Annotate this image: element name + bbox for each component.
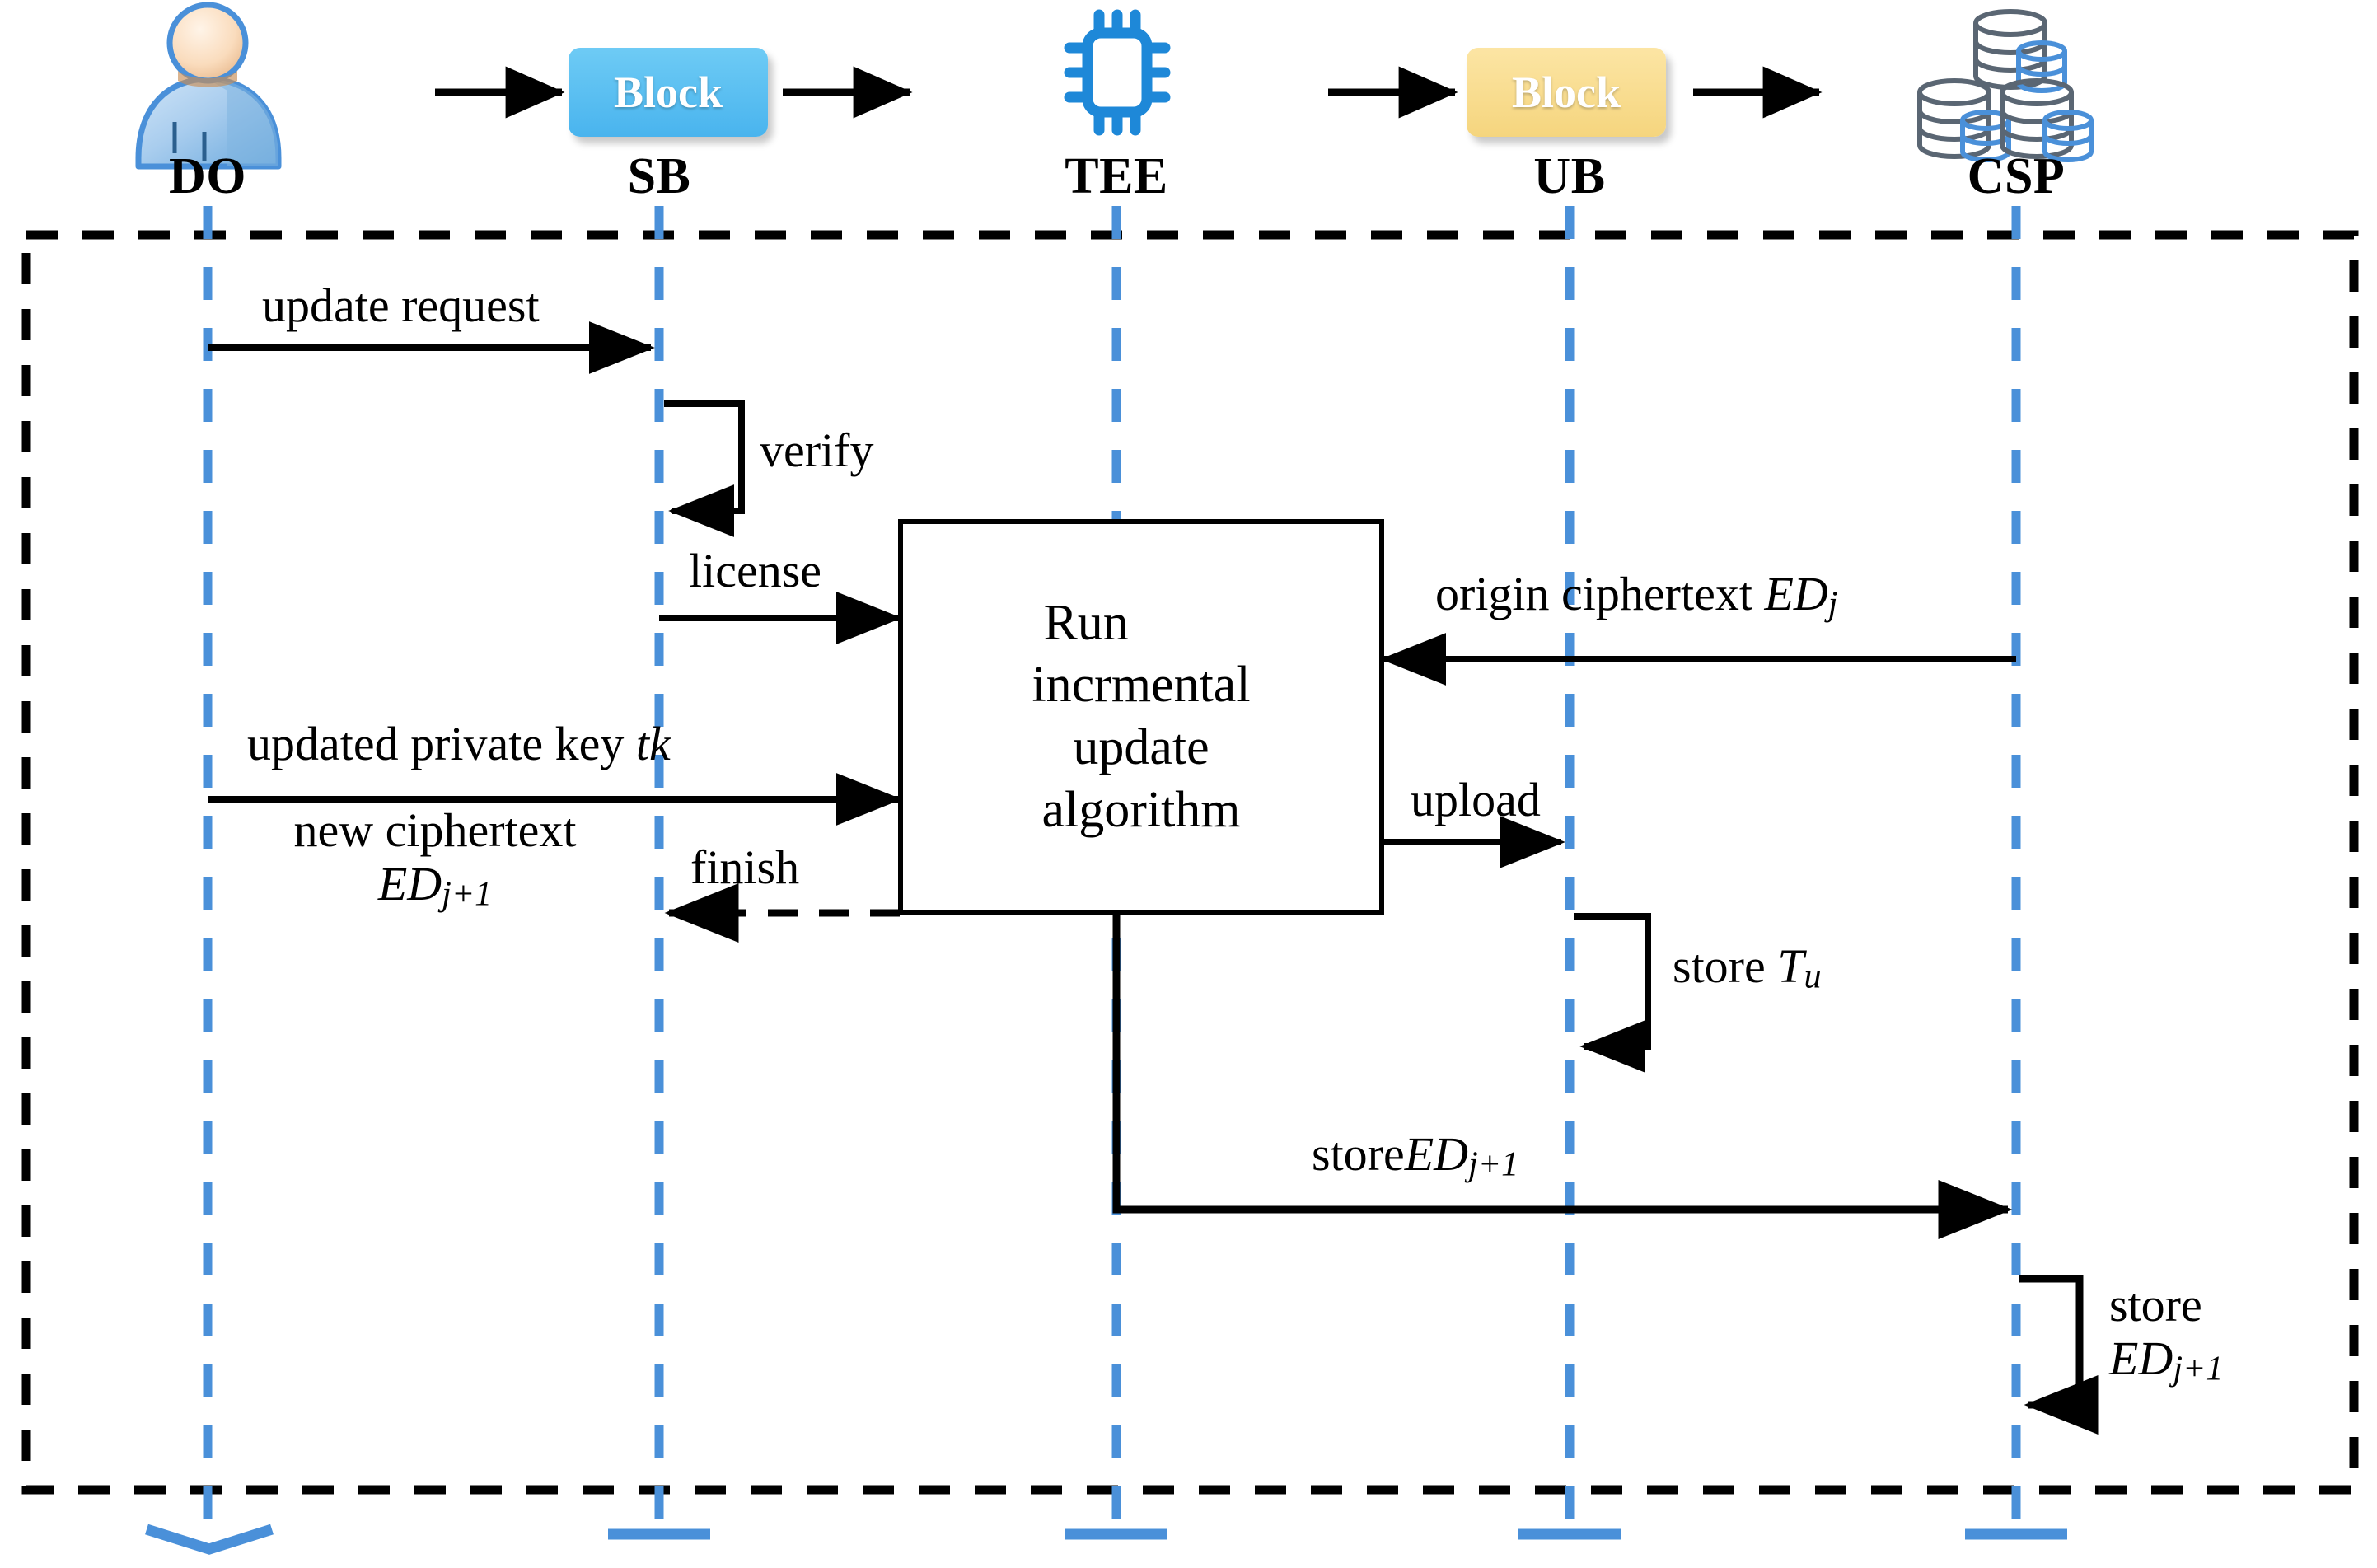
updated-private-key-var: tk	[635, 717, 671, 770]
actor-label-tee: TEE	[1065, 148, 1168, 204]
message-label-updated-private-key: updated private key tk	[247, 718, 671, 769]
ub-block-label: Block	[1511, 68, 1621, 117]
store-tu-text: store	[1673, 939, 1778, 993]
message-label-store-ed: store EDj+1	[2109, 1278, 2224, 1389]
new-ciphertext-csp-var: ED	[1404, 1127, 1469, 1181]
process-box-line-2: incrmental	[1032, 657, 1251, 714]
actor-label-ub: UB	[1533, 148, 1606, 204]
new-ciphertext-csp-subscript: j+1	[1468, 1145, 1519, 1184]
new-ciphertext-csp-text: store	[1312, 1127, 1405, 1181]
actor-label-csp: CSP	[1967, 148, 2066, 204]
origin-ciphertext-var: ED	[1764, 567, 1828, 620]
store-ed-var: ED	[2109, 1331, 2173, 1385]
arrow-store-tu-selfloop	[1574, 913, 1651, 1073]
actor-label-do: DO	[169, 148, 246, 204]
message-label-verify: verify	[760, 424, 874, 477]
message-label-new-ciphertext-do: new ciphertext EDj+1	[221, 803, 649, 915]
actor-label-sb: SB	[627, 148, 691, 204]
process-box-line-3: update	[1073, 719, 1210, 775]
updated-private-key-text: updated private key	[247, 717, 636, 770]
store-tu-subscript: u	[1804, 957, 1822, 996]
message-label-origin-ciphertext: origin ciphertext EDj	[1435, 569, 1837, 623]
new-ciphertext-do-text: new ciphertext	[293, 803, 577, 857]
ub-block-icon: Block	[1467, 48, 1666, 137]
message-label-new-ciphertext-csp: storeEDj+1	[1312, 1129, 1518, 1183]
new-ciphertext-do-var: ED	[377, 856, 442, 910]
terminator-do	[145, 1524, 274, 1555]
person-icon	[135, 2, 282, 170]
message-label-store-tu: store Tu	[1673, 941, 1822, 995]
message-label-update-request: update request	[262, 278, 540, 332]
process-box-line-1: Run	[1043, 594, 1129, 651]
process-box-line-4: algorithm	[1041, 781, 1241, 838]
sb-block-label: Block	[613, 68, 723, 117]
process-box-run-incremental-update: Run incrmental update algorithm	[898, 519, 1384, 915]
arrow-store-ed-selfloop	[2019, 1275, 2099, 1435]
store-ed-text: store	[2109, 1278, 2202, 1332]
arrow-verify-selfloop	[664, 400, 745, 537]
store-ed-subscript: j+1	[2173, 1350, 2224, 1388]
store-tu-var: T	[1777, 939, 1804, 993]
arrow-new-ciphertext-csp	[1112, 913, 2013, 1239]
database-stack-icon	[1917, 9, 2094, 163]
origin-ciphertext-text: origin ciphertext	[1435, 567, 1765, 620]
cpu-chip-icon	[1064, 9, 1171, 136]
new-ciphertext-do-subscript: j+1	[442, 875, 493, 914]
message-label-license: license	[689, 544, 822, 597]
origin-ciphertext-subscript: j	[1827, 585, 1838, 624]
message-label-upload: upload	[1411, 773, 1541, 826]
sb-block-icon: Block	[569, 48, 768, 137]
message-label-finish: finish	[690, 840, 800, 894]
